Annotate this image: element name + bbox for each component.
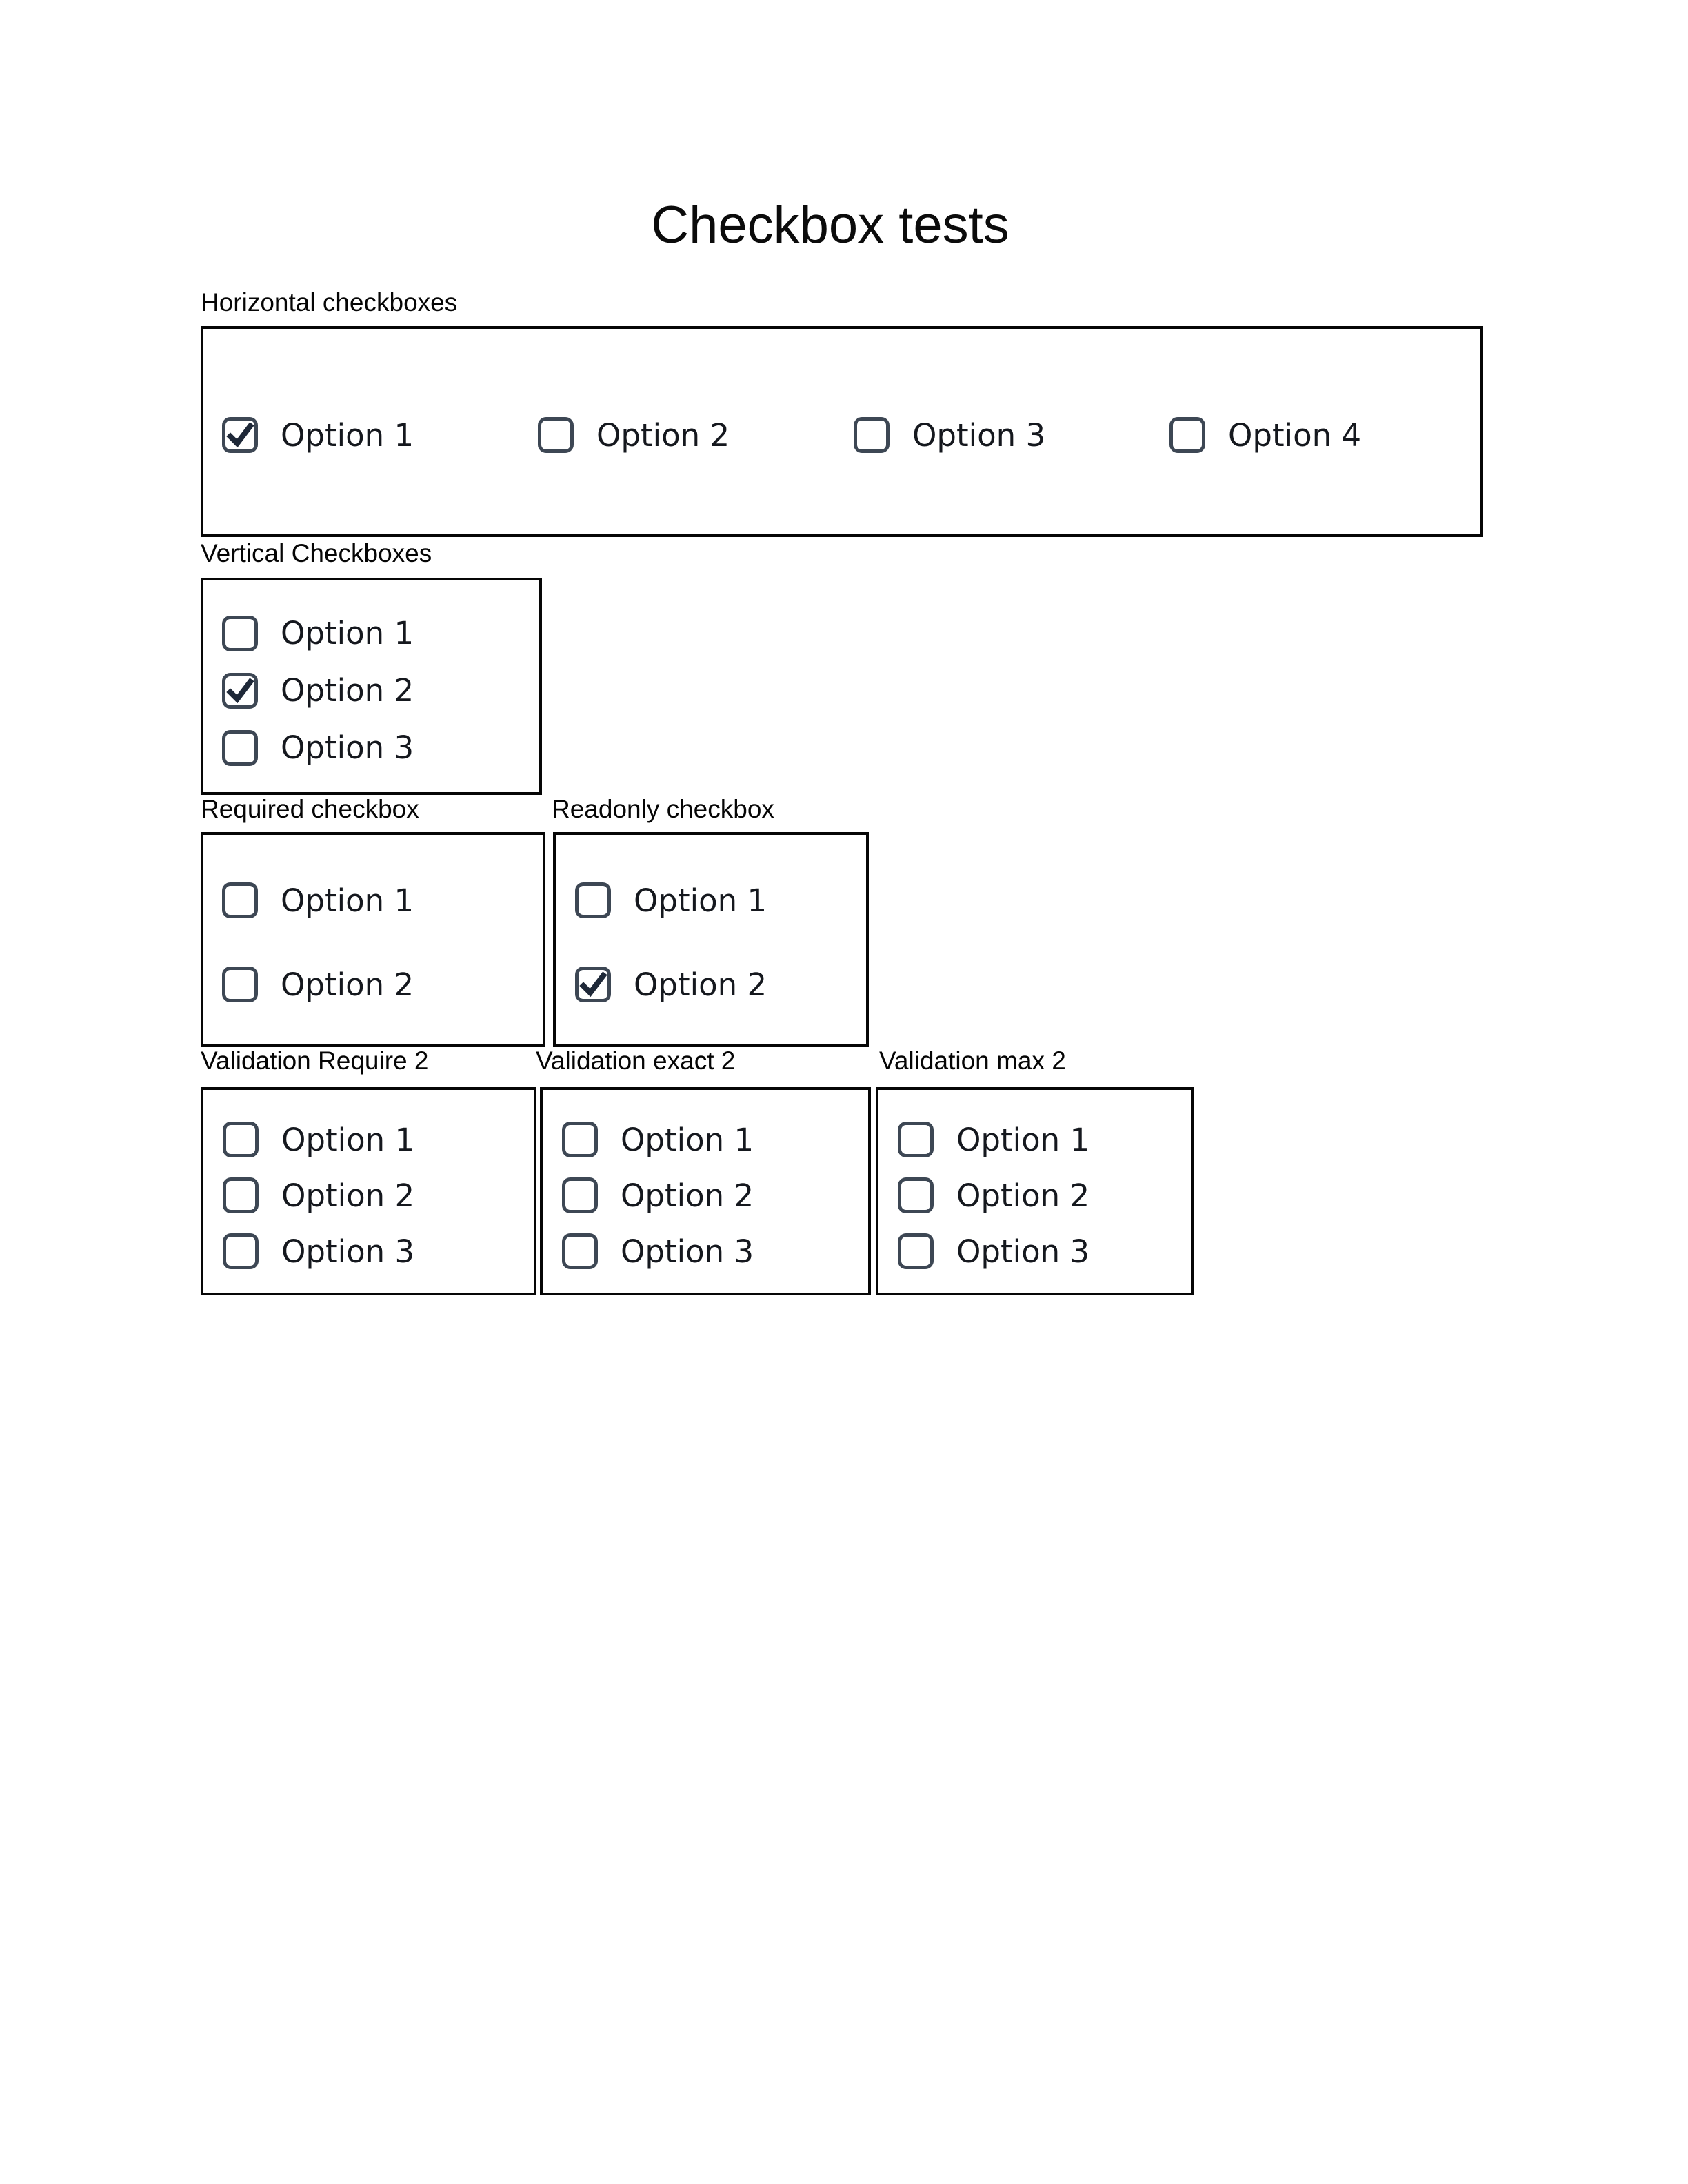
checkbox-option[interactable]: Option 2 (575, 967, 767, 1002)
checkbox-option[interactable]: Option 3 (854, 417, 1169, 453)
checkbox[interactable] (538, 417, 574, 453)
checkbox-label: Option 2 (281, 966, 414, 1003)
checkbox-group-validation-require-2: Option 1 Option 2 Option 3 (201, 1087, 536, 1295)
checkbox[interactable] (575, 967, 611, 1002)
checkbox[interactable] (898, 1122, 934, 1157)
checkbox[interactable] (562, 1122, 598, 1157)
checkbox[interactable] (223, 1122, 259, 1157)
checkbox-label: Option 1 (281, 1121, 415, 1158)
section-label-vertical: Vertical Checkboxes (201, 539, 432, 567)
checkbox-label: Option 1 (621, 1121, 754, 1158)
checkbox-label: Option 2 (596, 416, 730, 454)
checkbox[interactable] (562, 1177, 598, 1213)
section-label-validation-exact-2: Validation exact 2 (536, 1046, 736, 1075)
checkbox-label: Option 3 (912, 416, 1046, 454)
checkbox-option[interactable]: Option 3 (223, 1233, 414, 1269)
section-label-horizontal: Horizontal checkboxes (201, 288, 458, 316)
checkbox-label: Option 4 (1228, 416, 1362, 454)
checkbox-label: Option 1 (281, 416, 414, 454)
checkbox-label: Option 1 (281, 615, 414, 651)
checkbox-option[interactable]: Option 2 (223, 1177, 414, 1213)
checkbox-option[interactable]: Option 2 (538, 417, 854, 453)
checkbox[interactable] (898, 1233, 934, 1269)
checkbox-option[interactable]: Option 1 (898, 1122, 1089, 1157)
checkbox-option[interactable]: Option 3 (222, 729, 414, 766)
checkbox-label: Option 2 (956, 1177, 1090, 1214)
checkbox-option[interactable]: Option 3 (562, 1233, 754, 1269)
checkbox-group-horizontal: Option 1 Option 2 Option 3 Option 4 (201, 326, 1483, 537)
checkbox-option[interactable]: Option 2 (222, 967, 414, 1002)
checkbox-label: Option 2 (281, 672, 414, 709)
checkbox-group-validation-max-2: Option 1 Option 2 Option 3 (876, 1087, 1194, 1295)
checkbox-option[interactable]: Option 2 (562, 1177, 754, 1213)
check-icon (226, 677, 254, 703)
checkbox[interactable] (562, 1233, 598, 1269)
page-title: Checkbox tests (651, 196, 1009, 254)
checkbox-option[interactable]: Option 1 (222, 615, 414, 651)
checkbox[interactable] (222, 417, 258, 453)
checkbox[interactable] (223, 1177, 259, 1213)
checkbox[interactable] (222, 967, 258, 1002)
checkbox-option[interactable]: Option 1 (222, 417, 538, 453)
checkbox-label: Option 3 (956, 1233, 1090, 1270)
section-label-validation-max-2: Validation max 2 (879, 1046, 1066, 1075)
checkbox-option[interactable]: Option 1 (575, 882, 767, 918)
checkbox-option[interactable]: Option 3 (898, 1233, 1089, 1269)
checkbox-label: Option 1 (634, 882, 767, 919)
checkbox-option[interactable]: Option 2 (222, 672, 414, 709)
checkbox-label: Option 1 (956, 1121, 1090, 1158)
checkbox-option[interactable]: Option 1 (562, 1122, 754, 1157)
checkbox[interactable] (222, 615, 258, 651)
check-icon (579, 971, 607, 998)
checkbox[interactable] (898, 1177, 934, 1213)
section-label-readonly: Readonly checkbox (552, 795, 774, 823)
section-label-validation-require-2: Validation Require 2 (201, 1046, 429, 1075)
checkbox-group-validation-exact-2: Option 1 Option 2 Option 3 (540, 1087, 871, 1295)
checkbox[interactable] (223, 1233, 259, 1269)
check-icon (226, 422, 254, 448)
checkbox-label: Option 2 (281, 1177, 415, 1214)
checkbox-label: Option 2 (621, 1177, 754, 1214)
checkbox-label: Option 2 (634, 966, 767, 1003)
checkbox-group-readonly: Option 1 Option 2 (553, 832, 869, 1047)
checkbox-label: Option 3 (281, 729, 414, 766)
checkbox-label: Option 3 (281, 1233, 415, 1270)
checkbox[interactable] (854, 417, 890, 453)
checkbox-group-required: Option 1 Option 2 (201, 832, 545, 1047)
checkbox-label: Option 3 (621, 1233, 754, 1270)
checkbox-option[interactable]: Option 1 (222, 882, 414, 918)
section-label-required: Required checkbox (201, 795, 419, 823)
checkbox[interactable] (222, 672, 258, 709)
checkbox-option[interactable]: Option 1 (223, 1122, 414, 1157)
checkbox-label: Option 1 (281, 882, 414, 919)
checkbox[interactable] (1169, 417, 1205, 453)
checkbox-option[interactable]: Option 4 (1169, 417, 1361, 453)
checkbox-group-vertical: Option 1 Option 2 Option 3 (201, 578, 542, 795)
checkbox[interactable] (222, 729, 258, 766)
checkbox-option[interactable]: Option 2 (898, 1177, 1089, 1213)
checkbox[interactable] (575, 882, 611, 918)
checkbox[interactable] (222, 882, 258, 918)
